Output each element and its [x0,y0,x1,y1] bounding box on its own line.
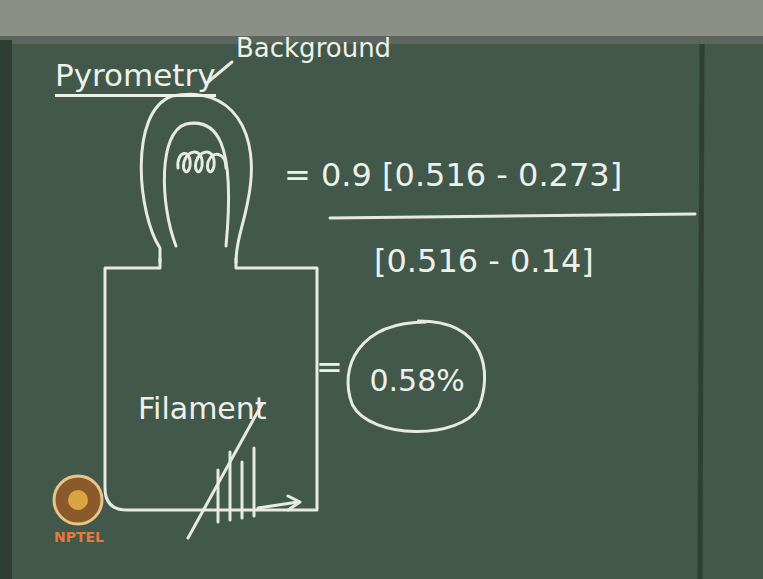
filament-coil [178,152,226,172]
arrow-head [288,496,300,510]
node-outline-layer [100,258,325,514]
node-text: 0.58% [369,364,464,397]
logo-text: NPTEL [54,530,104,545]
numerator-expression: = 0.9 [0.516 - 0.273] [284,158,622,193]
nptel-logo [54,476,102,524]
board-heading: Pyrometry [55,58,216,97]
denominator-expression: [0.516 - 0.14] [374,244,594,279]
node-text: Filament [138,392,267,425]
board-seam [700,44,702,579]
housing-outline [105,258,317,510]
logo-hub [68,490,88,510]
equals-sign: = [316,350,343,385]
circle-outline [348,321,485,432]
board-left-edge [0,40,12,579]
background-label: Background [236,34,391,63]
logo-wheel [54,476,102,524]
result-circle: 0.58% [340,318,494,442]
bulb-inner-loop [164,123,228,246]
filament-housing: Filament [100,258,325,514]
fraction-bar [330,214,695,218]
bulb-outline [141,94,251,262]
